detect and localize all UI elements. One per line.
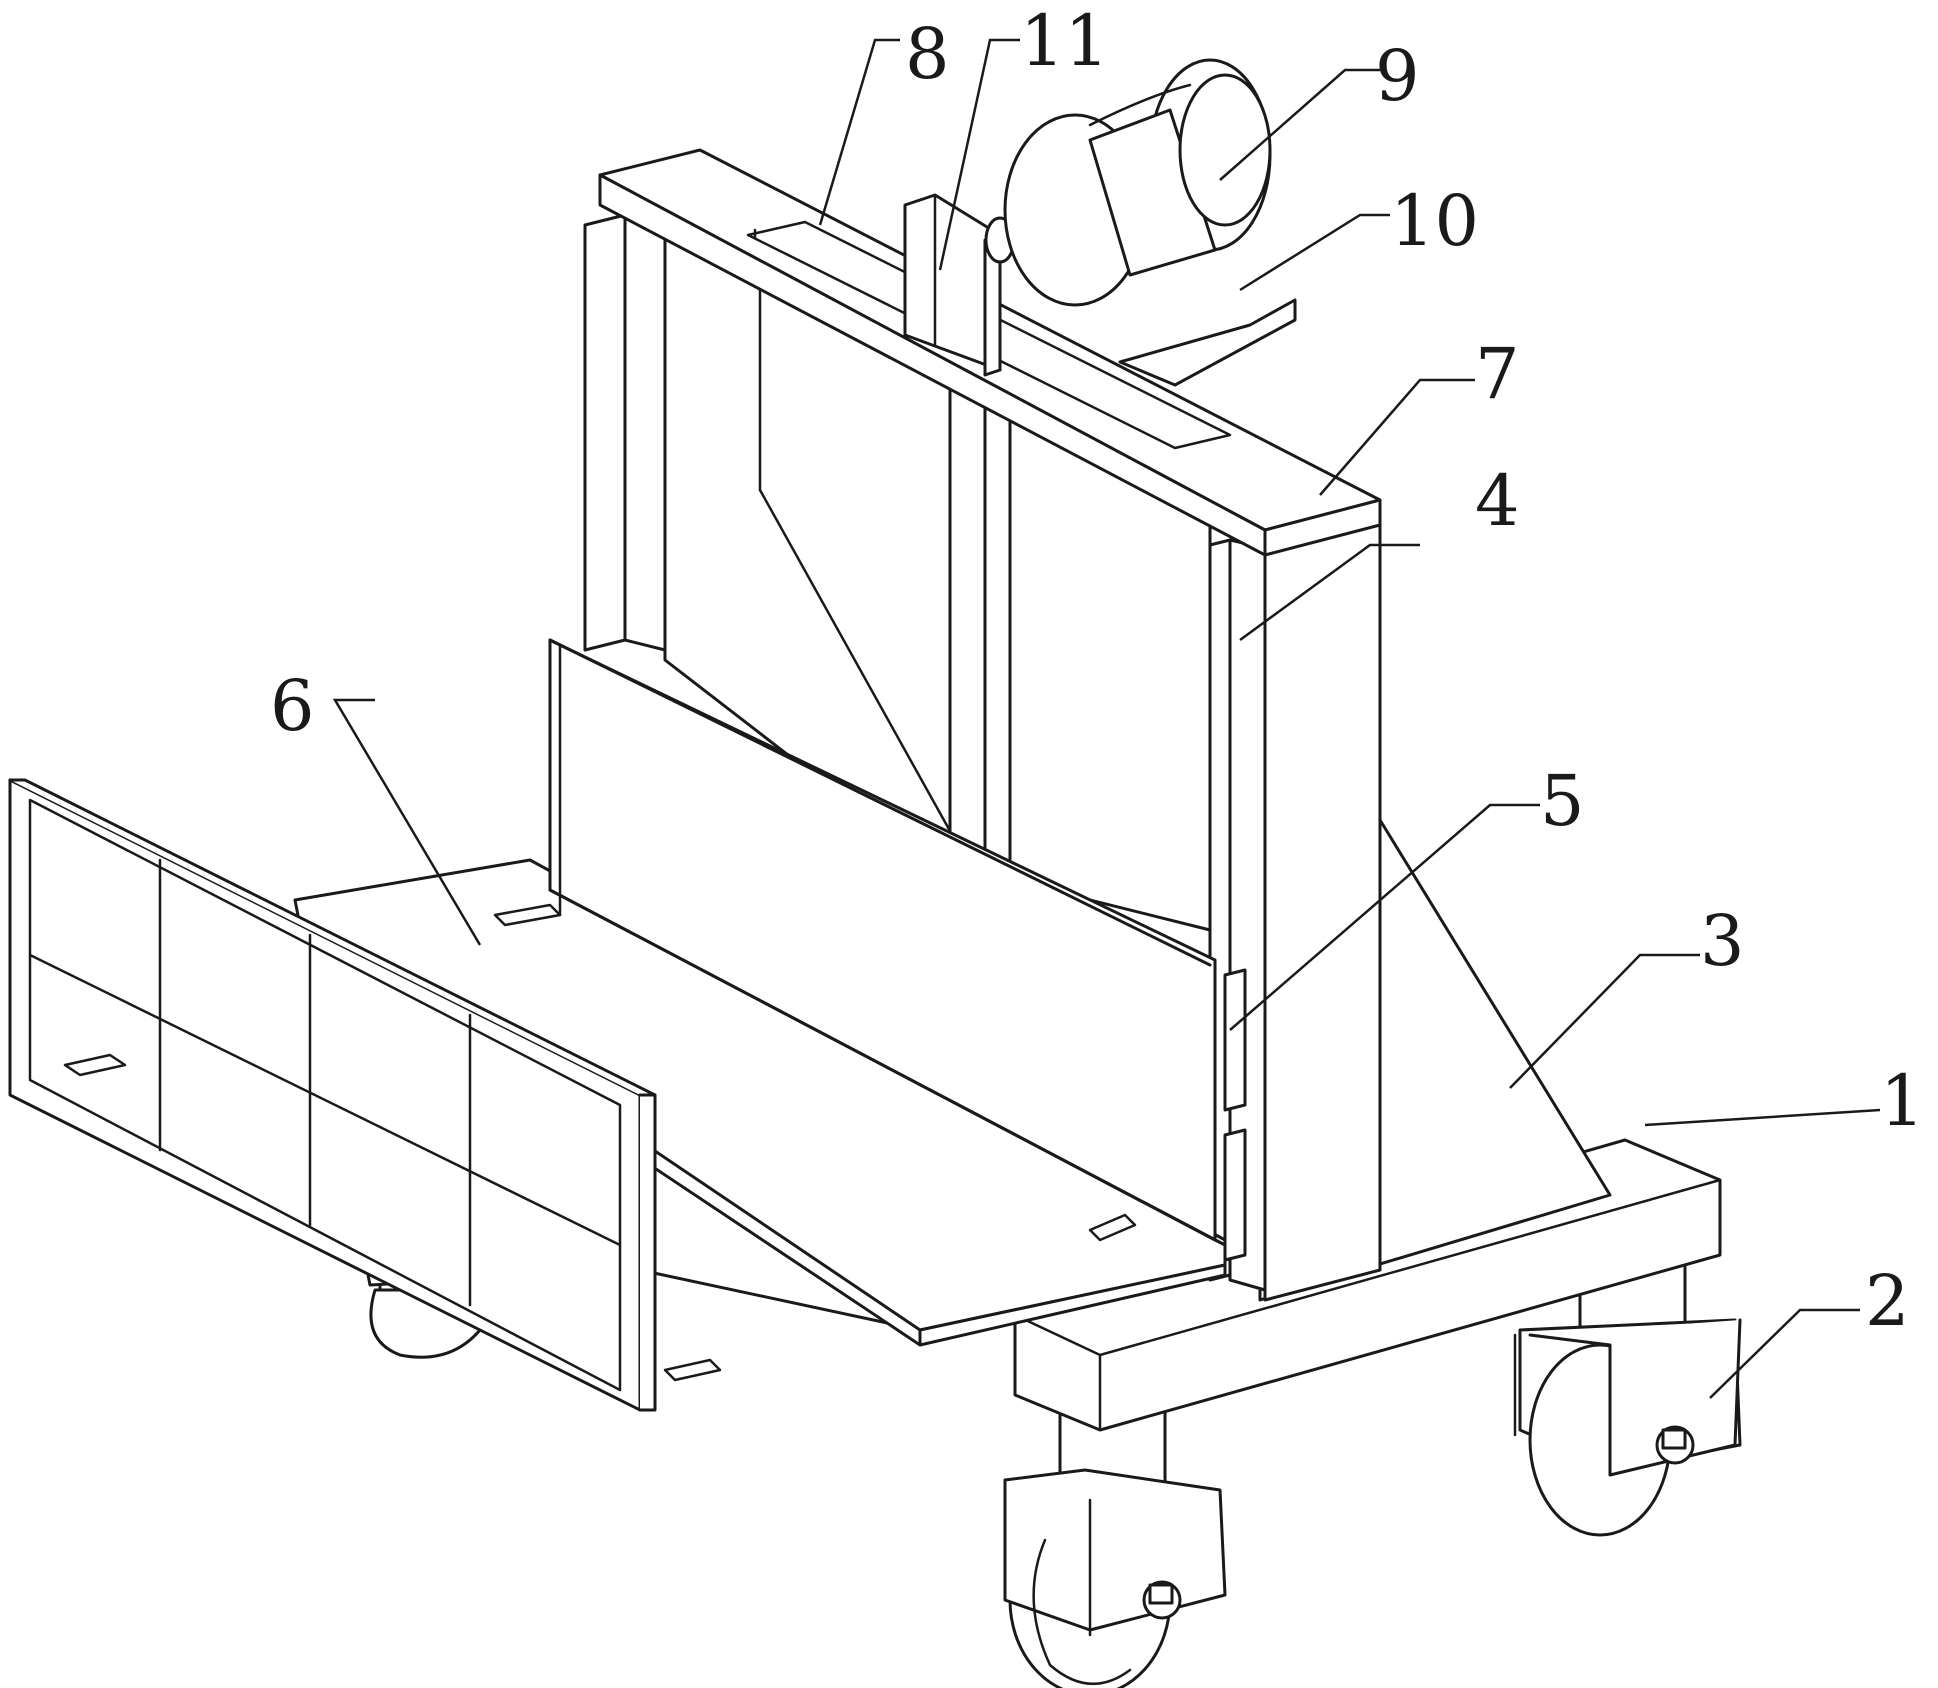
callout-8: 8	[905, 13, 950, 95]
callout-6: 6	[270, 665, 315, 747]
callout-7: 7	[1475, 333, 1520, 415]
vertical-frame	[583, 213, 1382, 1302]
caster-wheel-front	[1003, 1398, 1227, 1688]
callout-3: 3	[1700, 900, 1745, 982]
caster-wheel-right	[1513, 1258, 1742, 1537]
cable-reel	[984, 58, 1272, 307]
callout-labels: 1 2 3 4 5 6 7 8 9 10 11	[270, 0, 1925, 1342]
callout-10: 10	[1390, 180, 1479, 262]
slider-post	[903, 193, 1002, 377]
callout-5: 5	[1540, 760, 1585, 842]
leader-lines	[332, 38, 1881, 1399]
callout-4: 4	[1475, 460, 1520, 542]
callout-11: 11	[1020, 0, 1109, 82]
callout-9: 9	[1375, 35, 1420, 117]
callout-2: 2	[1865, 1260, 1910, 1342]
front-grid-frame	[8, 778, 657, 1412]
mount-plate	[1118, 298, 1297, 387]
callout-1: 1	[1880, 1060, 1925, 1142]
